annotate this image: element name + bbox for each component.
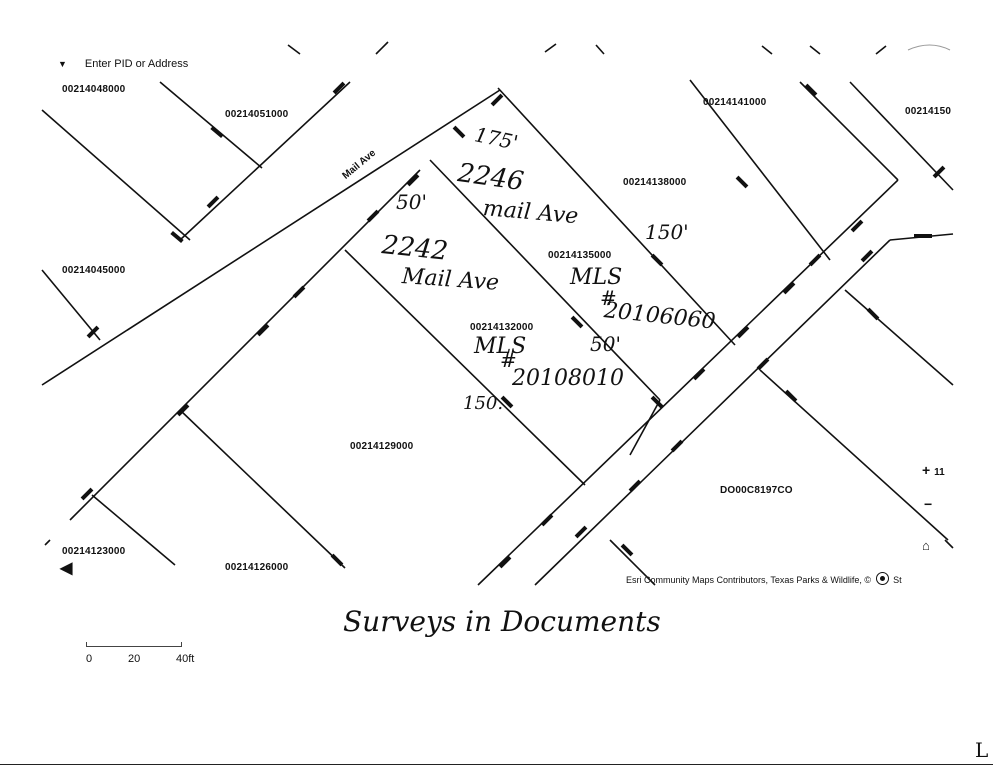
handwritten-mls: MLS — [474, 334, 527, 359]
handwritten-dimension: 150' — [645, 220, 689, 244]
parcel-id: 00214150 — [905, 106, 952, 117]
zoom-in-extra: 11 — [934, 467, 945, 478]
handwritten-caption: Surveys in Documents — [343, 605, 661, 638]
parcel-id: 00214123000 — [62, 546, 126, 557]
scale-labels: 0 20 40ft — [86, 653, 206, 667]
handwritten-dimension: 50' — [590, 332, 621, 356]
search-bar[interactable]: ▼ Enter PID or Address — [58, 58, 188, 70]
parcel-id: 00214132000 — [470, 322, 534, 333]
back-arrow-icon[interactable]: ◀ — [60, 560, 73, 577]
corner-mark: L — [975, 738, 989, 762]
parcel-id: 00214141000 — [703, 97, 767, 108]
parcel-id: 00214126000 — [225, 562, 289, 573]
scale-bar-line — [86, 642, 182, 647]
zoom-out-button[interactable]: − — [924, 496, 933, 512]
handwritten-dimension: 150. — [463, 393, 504, 414]
page-bottom-rule — [0, 764, 993, 765]
search-label[interactable]: Enter PID or Address — [84, 58, 189, 70]
zoom-in-button[interactable]: + 11 — [922, 462, 945, 478]
home-icon[interactable]: ⌂ — [922, 538, 930, 553]
map-attribution: Esri Community Maps Contributors, Texas … — [626, 570, 902, 585]
parcel-id: 00214135000 — [548, 250, 612, 261]
caret-down-icon[interactable]: ▼ — [58, 59, 67, 69]
scale-label: 20 — [128, 653, 141, 665]
handwritten-hash: # — [600, 286, 617, 310]
scale-bar: 0 20 40ft — [86, 642, 206, 667]
parcel-id: 00214129000 — [350, 441, 414, 452]
parcel-id: DO00C8197CO — [720, 485, 793, 496]
zoom-in-label: + — [922, 462, 931, 478]
handwritten-hash: # — [500, 348, 517, 372]
locate-icon[interactable] — [875, 572, 889, 585]
attribution-text: Esri Community Maps Contributors, Texas … — [626, 575, 872, 585]
handwritten-dimension: 50' — [396, 190, 427, 214]
parcel-id: 00214045000 — [62, 265, 126, 276]
handwritten-mls: MLS — [570, 265, 623, 290]
scale-label: 0 — [86, 653, 93, 665]
parcel-id: 00214138000 — [623, 177, 687, 188]
parcel-id: 00214051000 — [225, 109, 289, 120]
handwritten-mls-number: 20108010 — [512, 366, 624, 391]
parcel-id: 00214048000 — [62, 84, 126, 95]
scale-label: 40ft — [176, 653, 195, 665]
attribution-tail: St — [893, 575, 902, 585]
